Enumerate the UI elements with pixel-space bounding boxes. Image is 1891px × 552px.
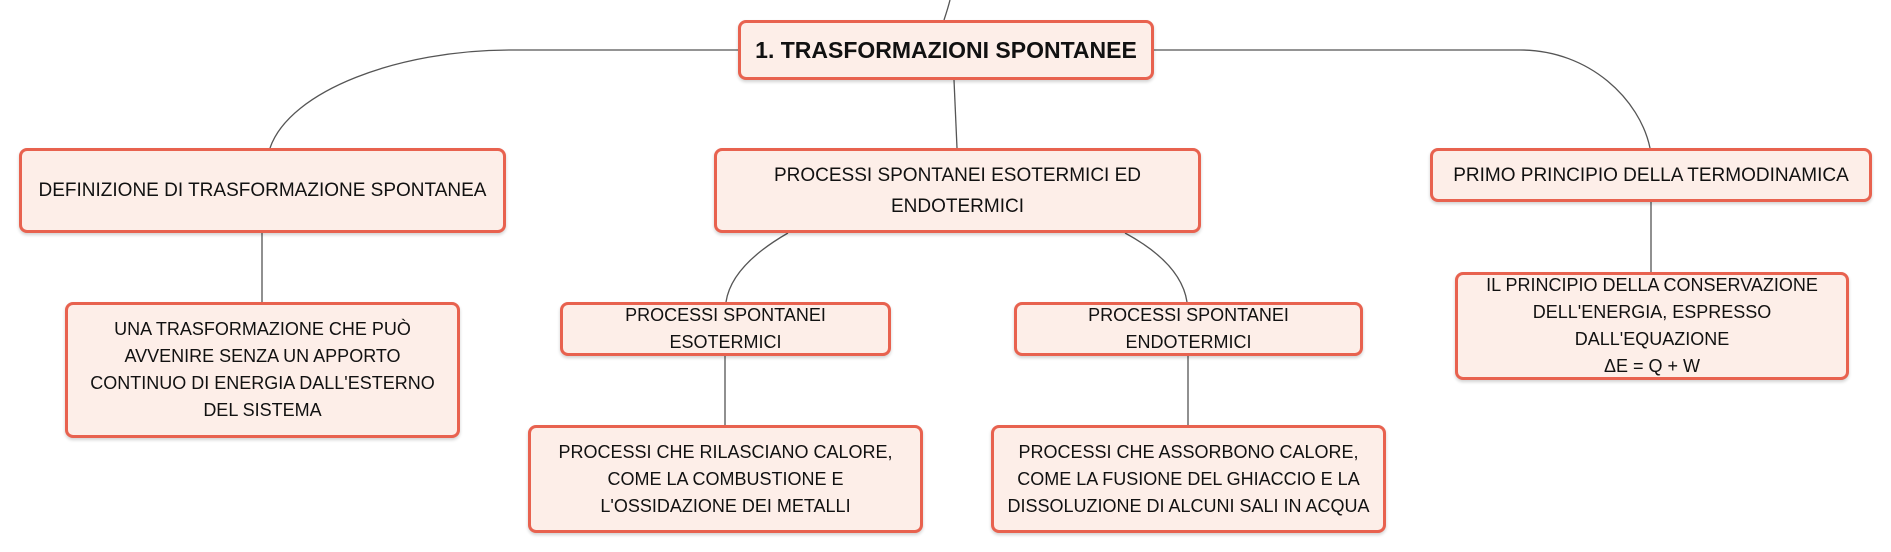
topic-definizione[interactable]: DEFINIZIONE DI TRASFORMAZIONE SPONTANEA <box>19 148 506 233</box>
topic-label: DEFINIZIONE DI TRASFORMAZIONE SPONTANEA <box>38 180 487 201</box>
topic-processi-spontanei[interactable]: PROCESSI SPONTANEI ESOTERMICI ED ENDOTER… <box>714 148 1201 233</box>
connector-root-to-primo-principio <box>1154 49 1651 149</box>
topic-label: PRIMO PRINCIPIO DELLA TERMODINAMICA <box>1453 164 1849 186</box>
subtopic-label: PROCESSI CHE RILASCIANO CALORE, COME LA … <box>558 441 893 516</box>
subtopic-line: IL PRINCIPIO DELLA CONSERVAZIONE <box>1486 275 1818 295</box>
topic-label: PROCESSI SPONTANEI ESOTERMICI ED ENDOTER… <box>773 164 1142 217</box>
connector-processes-to-endotermici <box>1124 232 1188 303</box>
subtopic-text: IL PRINCIPIO DELLA CONSERVAZIONE DELL'EN… <box>1468 272 1836 380</box>
subtopic-label: PROCESSI SPONTANEI ENDOTERMICI <box>1088 305 1289 352</box>
root-topic[interactable]: 1. TRASFORMAZIONI SPONTANEE <box>738 20 1154 80</box>
subtopic-label: UNA TRASFORMAZIONE CHE PUÒ AVVENIRE SENZ… <box>90 319 435 420</box>
connector-processes-to-esotermici <box>725 232 789 303</box>
root-topic-label: 1. TRASFORMAZIONI SPONTANEE <box>755 36 1137 63</box>
subtopic-primo-principio-detail[interactable]: IL PRINCIPIO DELLA CONSERVAZIONE DELL'EN… <box>1455 272 1849 380</box>
subtopic-endotermici[interactable]: PROCESSI SPONTANEI ENDOTERMICI <box>1014 302 1363 356</box>
subtopic-esotermici-detail[interactable]: PROCESSI CHE RILASCIANO CALORE, COME LA … <box>528 425 923 533</box>
connector-parent-link <box>943 0 951 21</box>
subtopic-line: DELL'ENERGIA, ESPRESSO DALL'EQUAZIONE <box>1532 302 1772 349</box>
subtopic-esotermici[interactable]: PROCESSI SPONTANEI ESOTERMICI <box>560 302 891 356</box>
topic-primo-principio[interactable]: PRIMO PRINCIPIO DELLA TERMODINAMICA <box>1430 148 1872 202</box>
equation: ΔE = Q + W <box>1603 356 1701 376</box>
subtopic-label: PROCESSI CHE ASSORBONO CALORE, COME LA F… <box>1007 441 1370 516</box>
connector-root-to-processes <box>953 79 958 149</box>
subtopic-definizione-detail[interactable]: UNA TRASFORMAZIONE CHE PUÒ AVVENIRE SENZ… <box>65 302 460 438</box>
connector-root-to-definition <box>269 49 738 149</box>
subtopic-endotermici-detail[interactable]: PROCESSI CHE ASSORBONO CALORE, COME LA F… <box>991 425 1386 533</box>
subtopic-label: PROCESSI SPONTANEI ESOTERMICI <box>625 305 826 352</box>
